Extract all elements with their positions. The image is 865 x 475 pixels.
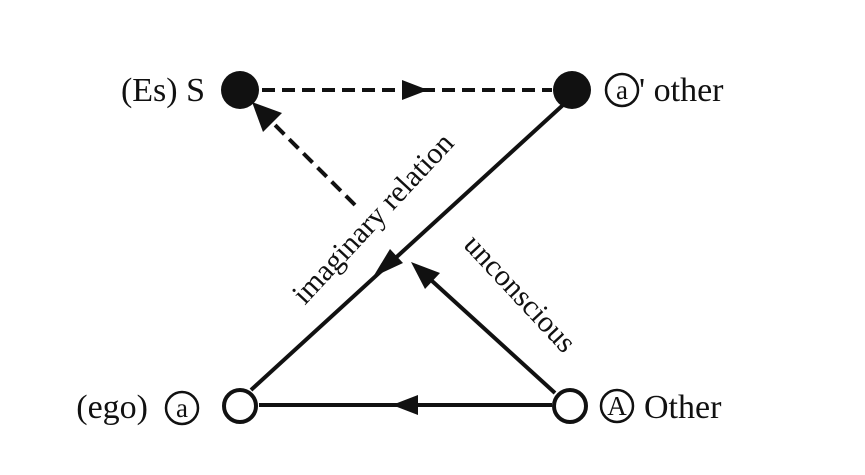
label-other-big: Other — [644, 389, 722, 426]
circled-a-letter: a — [176, 393, 188, 423]
arrowhead-s-to-a-prime — [402, 80, 428, 100]
circled-a-prime-letter: a — [616, 75, 628, 105]
circled-a-prime-ring — [604, 72, 640, 108]
node-a-prime-filled — [553, 71, 591, 109]
label-es-s: (Es) S — [121, 72, 205, 109]
node-s-filled — [221, 71, 259, 109]
arrowhead-to-s — [252, 102, 282, 132]
circled-A-letter: A — [607, 391, 627, 421]
solid-edge-a-prime-to-a — [249, 103, 565, 392]
circled-A-ring — [599, 388, 635, 424]
dashed-edge-to-s — [261, 111, 357, 207]
circled-a-ring — [164, 390, 200, 426]
node-A-open — [552, 388, 588, 424]
arrowhead-unconscious — [411, 262, 440, 289]
label-a-prime-other: ' other — [639, 72, 724, 109]
label-unconscious: unconscious — [457, 228, 582, 359]
arrowhead-imaginary-relation — [373, 249, 403, 277]
label-ego: (ego) — [76, 389, 148, 426]
arrowhead-A-to-a — [392, 395, 418, 415]
node-a-open — [222, 388, 258, 424]
solid-edge-A-unconscious — [418, 268, 557, 395]
